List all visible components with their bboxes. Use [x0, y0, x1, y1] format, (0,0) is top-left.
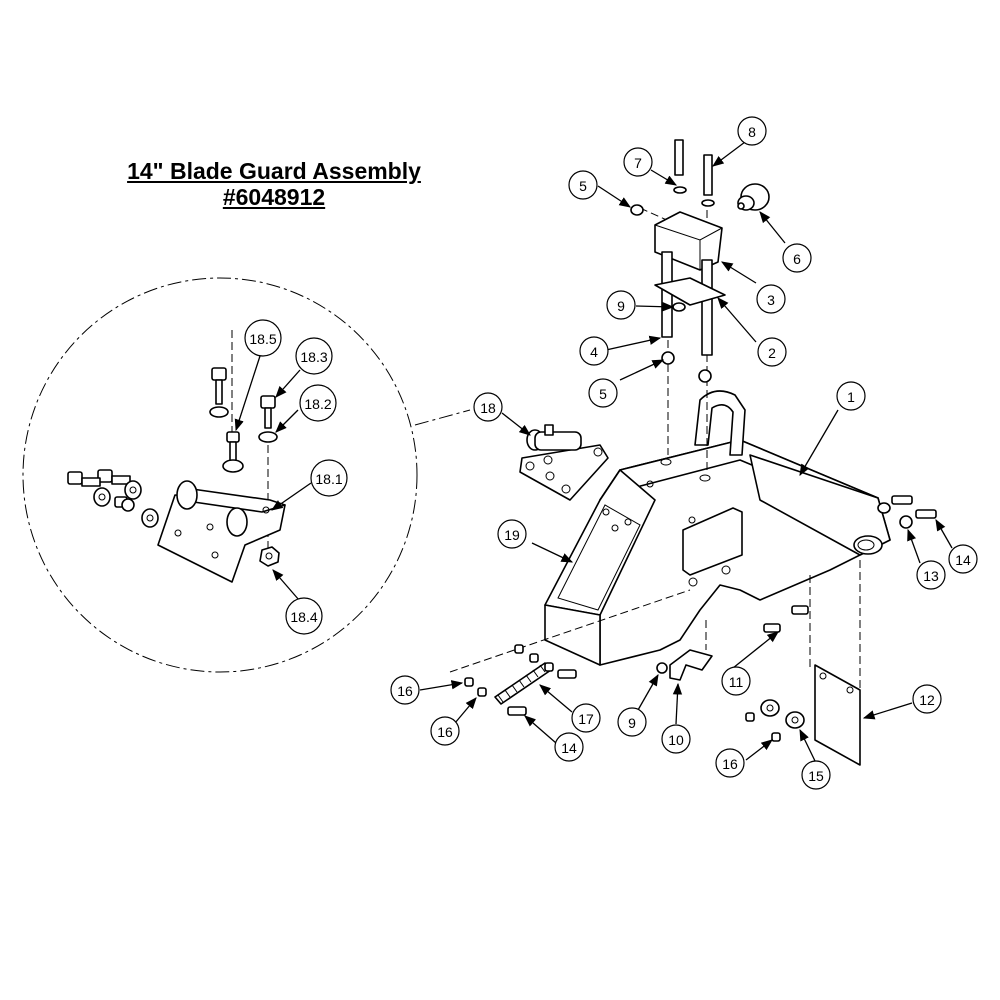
svg-text:18: 18 [480, 400, 496, 416]
callout-18: 18 [473, 392, 503, 422]
svg-text:9: 9 [617, 298, 625, 314]
hinge-detail-view [22, 277, 471, 673]
callout-7: 7 [623, 147, 653, 177]
callout-13: 13 [916, 560, 946, 590]
svg-text:9: 9 [628, 715, 636, 731]
svg-text:18.2: 18.2 [304, 396, 331, 412]
leader-lines [234, 141, 953, 764]
callout-5-lower: 5 [588, 378, 618, 408]
svg-text:14: 14 [561, 740, 577, 756]
callout-6: 6 [782, 243, 812, 273]
lower-hardware [449, 495, 937, 766]
title-line-2: #6048912 [222, 184, 326, 210]
callout-17: 17 [571, 703, 601, 733]
callout-18-3: 18.3 [295, 337, 333, 375]
svg-text:18.3: 18.3 [300, 349, 327, 365]
svg-text:10: 10 [668, 732, 684, 748]
side-panel-19 [544, 469, 656, 666]
svg-text:11: 11 [729, 674, 744, 690]
callout-10: 10 [661, 724, 691, 754]
svg-text:3: 3 [767, 292, 775, 308]
callout-16-left-upper: 16 [390, 675, 420, 705]
svg-text:1: 1 [847, 389, 855, 405]
callout-16-right: 16 [715, 748, 745, 778]
callout-15: 15 [801, 760, 831, 790]
guard-body-1 [599, 390, 891, 666]
callout-8: 8 [737, 116, 767, 146]
svg-text:13: 13 [923, 568, 939, 584]
clamp-block-assembly [630, 139, 770, 470]
callout-14-left: 14 [554, 732, 584, 762]
svg-text:2: 2 [768, 345, 776, 361]
callout-1: 1 [836, 381, 866, 411]
callout-19: 19 [497, 519, 527, 549]
callout-9-lower: 9 [617, 707, 647, 737]
callout-11: 11 [721, 666, 751, 696]
callouts: 1 2 3 4 5 5 6 7 8 9 9 10 11 12 13 14 14 … [244, 116, 978, 790]
svg-text:8: 8 [748, 124, 756, 140]
callout-2: 2 [757, 337, 787, 367]
svg-text:16: 16 [722, 756, 738, 772]
svg-text:16: 16 [397, 683, 413, 699]
svg-text:19: 19 [504, 527, 520, 543]
svg-text:5: 5 [599, 386, 607, 402]
callout-12: 12 [912, 684, 942, 714]
callout-18-1: 18.1 [310, 459, 348, 497]
svg-text:18.1: 18.1 [315, 471, 342, 487]
callout-3: 3 [756, 284, 786, 314]
callout-18-4: 18.4 [285, 597, 323, 635]
svg-text:4: 4 [590, 344, 598, 360]
svg-text:17: 17 [578, 711, 594, 727]
svg-text:18.5: 18.5 [249, 331, 276, 347]
svg-text:7: 7 [634, 155, 642, 171]
callout-5-top: 5 [568, 170, 598, 200]
hinge-18-assembly [519, 424, 609, 501]
svg-text:18.4: 18.4 [290, 609, 317, 625]
diagram-title: 14" Blade Guard Assembly #6048912 [100, 158, 448, 210]
callout-16-left-lower: 16 [430, 716, 460, 746]
title-line-1: 14" Blade Guard Assembly [127, 158, 421, 184]
svg-text:12: 12 [919, 692, 935, 708]
slot-pad [682, 507, 743, 576]
callout-18-2: 18.2 [299, 384, 337, 422]
callout-4: 4 [579, 336, 609, 366]
callout-9-upper: 9 [606, 290, 636, 320]
hinge-bolt-set-left [67, 469, 159, 528]
svg-text:16: 16 [437, 724, 453, 740]
svg-text:6: 6 [793, 251, 801, 267]
callout-18-5: 18.5 [244, 319, 282, 357]
svg-text:15: 15 [808, 768, 824, 784]
svg-text:5: 5 [579, 178, 587, 194]
svg-text:14: 14 [955, 552, 971, 568]
callout-14-right: 14 [948, 544, 978, 574]
